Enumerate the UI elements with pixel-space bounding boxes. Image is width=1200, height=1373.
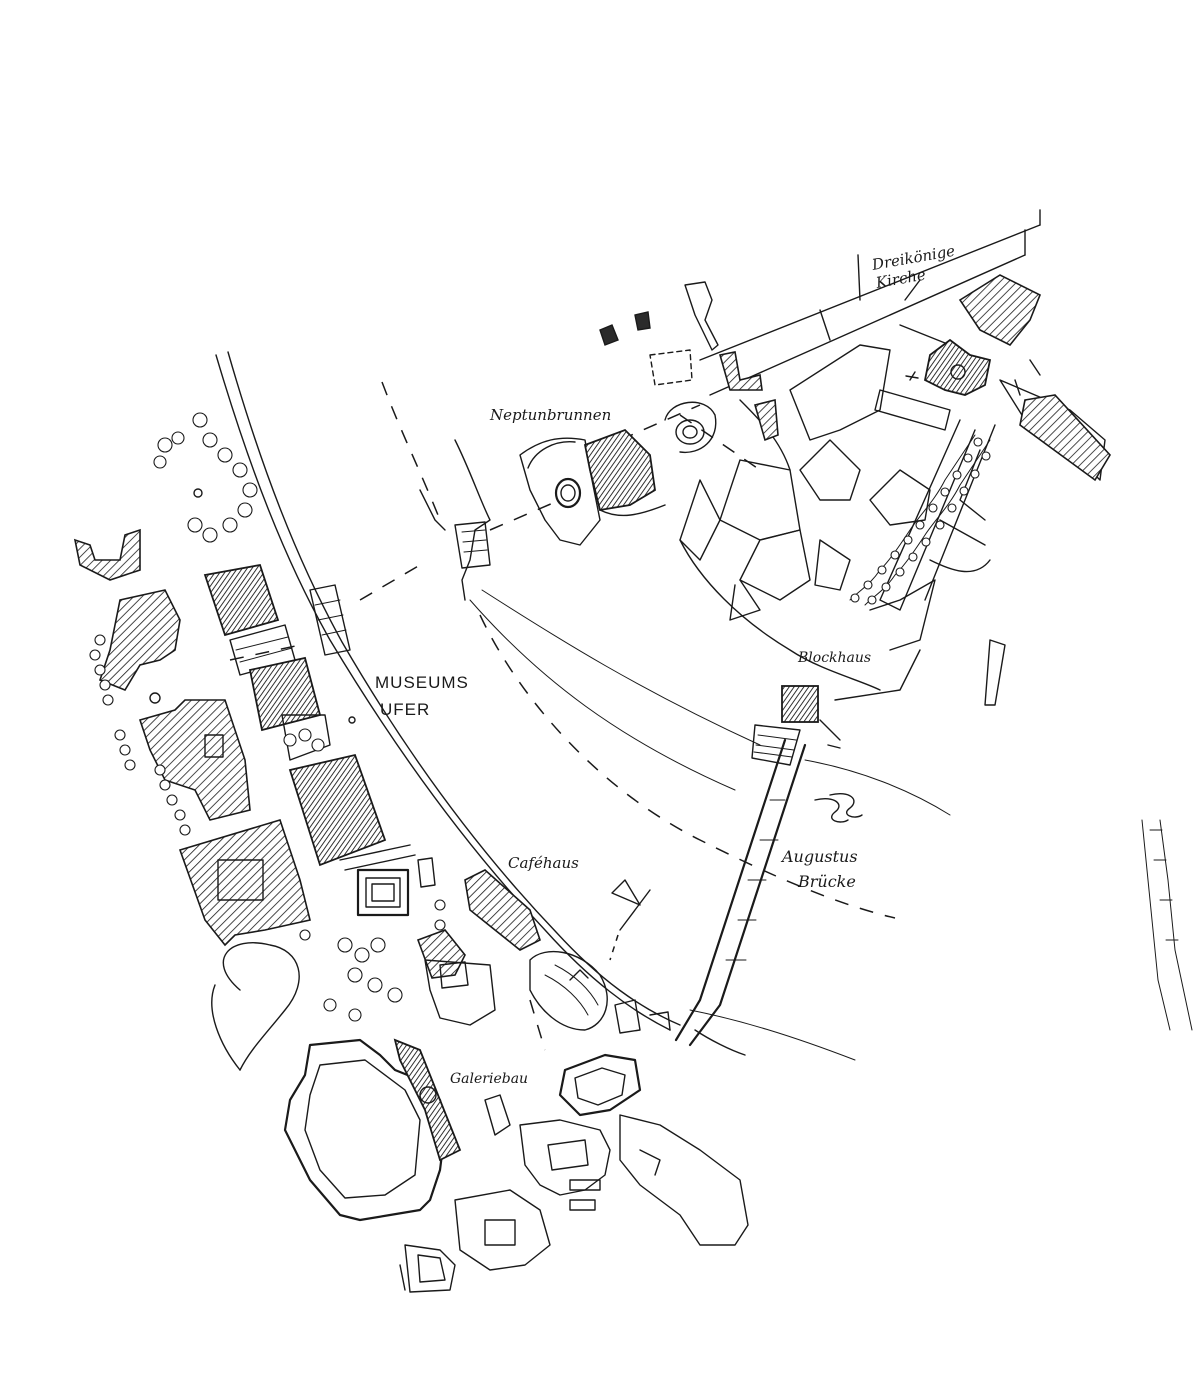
neustadt-buildings	[599, 274, 1111, 482]
museum-quarter	[73, 528, 436, 1071]
cafehaus-area	[416, 869, 746, 1056]
fountain-icon	[554, 477, 582, 509]
blockhaus-building	[751, 685, 841, 766]
label-galeriebau: Galeriebau	[450, 1071, 528, 1087]
galeriebau-area	[283, 1038, 749, 1293]
zwinger-pavilion	[356, 868, 410, 917]
label-cafehaus: Caféhaus	[508, 854, 579, 872]
map-labels: Dreikönige Kirche Neptunbrunnen MUSEUMS …	[375, 242, 956, 1087]
neptunbrunnen-area	[419, 401, 717, 601]
augustus-bridge	[674, 738, 863, 1047]
north-arrow-icon	[609, 879, 651, 961]
label-augustus: Augustus	[780, 847, 858, 866]
tree-clusters-left	[89, 412, 446, 1022]
blockhaus-block	[781, 685, 819, 723]
tree-avenue	[849, 434, 991, 606]
label-neptunbrunnen: Neptunbrunnen	[489, 406, 611, 424]
dreikoenigskirche-icon	[923, 338, 992, 396]
label-blockhaus: Blockhaus	[797, 650, 871, 666]
label-bruecke: Brücke	[797, 872, 856, 891]
neustadt-streets	[679, 209, 1106, 706]
label-museums: MUSEUMS	[375, 673, 469, 692]
label-ufer: UFER	[380, 700, 430, 719]
